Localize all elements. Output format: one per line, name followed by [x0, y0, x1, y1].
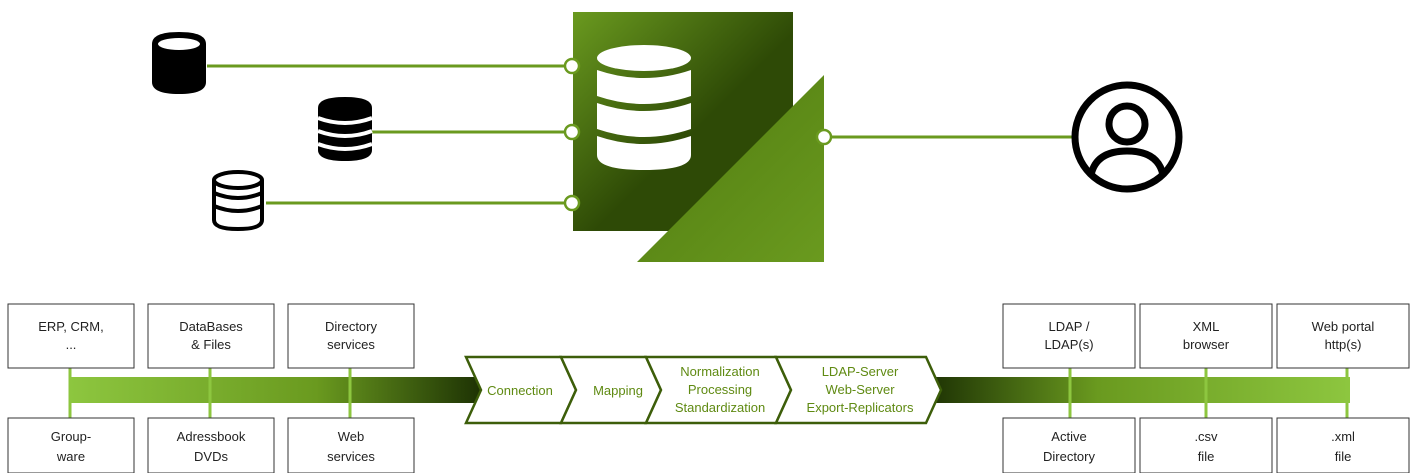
- box-label-line2: LDAP(s): [1044, 337, 1093, 352]
- target-box-xml-browser: XML browser: [1139, 303, 1273, 369]
- pipeline-bar-left: [70, 377, 480, 403]
- box-label-line2: services: [327, 337, 375, 352]
- box-label-line1: Web portal: [1312, 319, 1375, 334]
- box-label-line1: XML: [1193, 319, 1220, 334]
- source-box-webservices: Web services: [287, 417, 415, 473]
- port-in-1: [563, 57, 581, 75]
- box-label-line2: & Files: [191, 337, 231, 352]
- box-label-line2: file: [1335, 449, 1352, 464]
- box-label-line2: file: [1198, 449, 1215, 464]
- connector-ticks: [68, 368, 1349, 418]
- target-box-active-directory: Active Directory: [1002, 417, 1136, 473]
- database-stack-outline-icon: [212, 170, 264, 232]
- target-box-csv: .csv file: [1139, 417, 1273, 473]
- chevron-normalization-line3: Standardization: [675, 400, 765, 415]
- chevron-ldap-server: [774, 355, 943, 425]
- box-label-line2: DVDs: [194, 449, 228, 464]
- pipeline-bar-right: [930, 377, 1350, 403]
- source-box-adressbook: Adressbook DVDs: [147, 417, 275, 473]
- database-stack-icon: [597, 45, 691, 170]
- database-solid-icon: [152, 32, 206, 94]
- chevron-ldap-line2: Web-Server: [825, 382, 895, 397]
- port-in-3: [563, 194, 581, 212]
- box-label-line1: .csv: [1194, 429, 1218, 444]
- chevron-normalization-line1: Normalization: [680, 364, 759, 379]
- box-label-line1: Web: [338, 429, 365, 444]
- chevron-mapping-label: Mapping: [593, 383, 643, 398]
- chevron-connection-label: Connection: [487, 383, 553, 398]
- target-box-ldap: LDAP / LDAP(s): [1002, 303, 1136, 369]
- box-label-line1: Adressbook: [177, 429, 246, 444]
- port-in-2: [563, 123, 581, 141]
- box-label-line2: http(s): [1325, 337, 1362, 352]
- box-label-line1: LDAP /: [1049, 319, 1090, 334]
- box-label-line1: .xml: [1331, 429, 1355, 444]
- box-label-line2: browser: [1183, 337, 1230, 352]
- box-label-line1: Directory: [325, 319, 378, 334]
- pipeline-chevrons: [464, 355, 943, 425]
- chevron-normalization-line2: Processing: [688, 382, 752, 397]
- port-out: [815, 128, 833, 146]
- box-label-line2: services: [327, 449, 375, 464]
- source-box-databases: DataBases & Files: [147, 303, 275, 369]
- target-box-xml-file: .xml file: [1276, 417, 1410, 473]
- target-box-web-portal: Web portal http(s): [1276, 303, 1410, 369]
- box-label-line1: DataBases: [179, 319, 243, 334]
- source-box-directory: Directory services: [287, 303, 415, 369]
- chevron-ldap-line3: Export-Replicators: [807, 400, 914, 415]
- box-label-line2: ...: [66, 337, 77, 352]
- box-label-line1: Active: [1051, 429, 1086, 444]
- hub-triangle: [637, 75, 824, 262]
- chevron-ldap-line1: LDAP-Server: [822, 364, 899, 379]
- source-box-groupware: Group- ware: [7, 417, 135, 473]
- database-stack-solid-icon: [317, 97, 373, 161]
- user-circle-icon: [1071, 81, 1183, 193]
- box-label-line2: Directory: [1043, 449, 1096, 464]
- box-label-line1: Group-: [51, 429, 91, 444]
- source-box-erp: ERP, CRM, ...: [7, 303, 135, 369]
- box-label-line1: ERP, CRM,: [38, 319, 104, 334]
- box-label-line2: ware: [56, 449, 85, 464]
